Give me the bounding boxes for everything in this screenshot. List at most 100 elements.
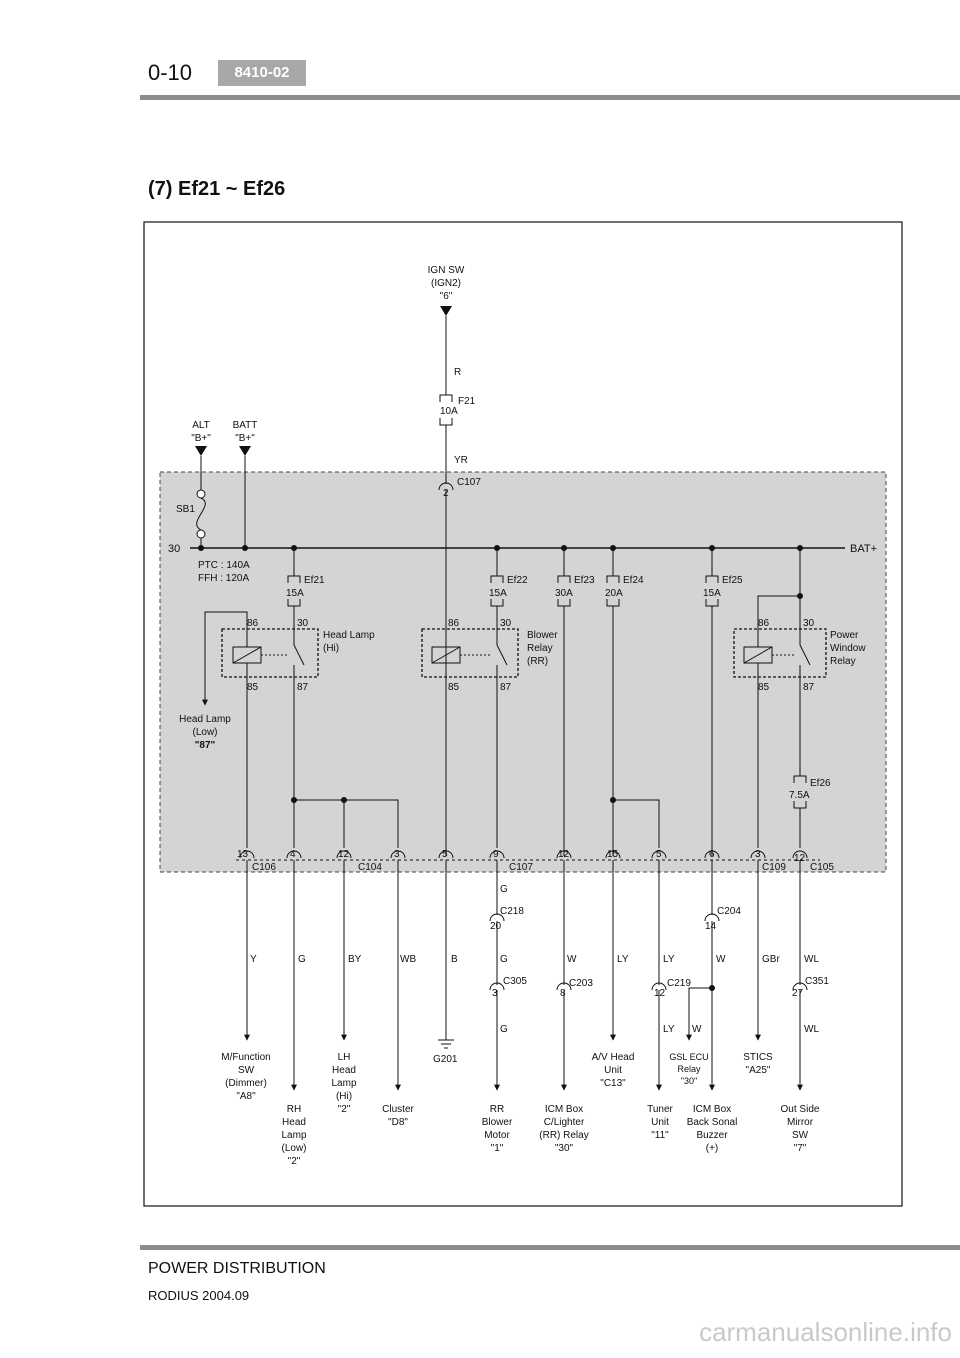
wire-color-label: LY [663, 954, 675, 965]
svg-text:86: 86 [247, 618, 259, 629]
svg-text:20A: 20A [605, 588, 623, 599]
wire-color-label: R [454, 367, 461, 378]
wire-color-label: WB [400, 954, 416, 965]
svg-text:C/Lighter: C/Lighter [544, 1117, 585, 1128]
batt-source: BATT "B+" [233, 420, 257, 456]
load-rh-head-lamp: RH Head Lamp (Low) "2" [281, 1104, 306, 1167]
ign-sw-source: IGN SW (IGN2) "6" [428, 265, 465, 316]
footer-section-title: POWER DISTRIBUTION [148, 1260, 326, 1277]
svg-text:C105: C105 [810, 862, 834, 873]
svg-text:12: 12 [794, 853, 806, 864]
svg-text:(Low): (Low) [281, 1143, 306, 1154]
svg-text:Out Side: Out Side [781, 1104, 820, 1115]
svg-text:3: 3 [492, 988, 498, 999]
page-number: 0-10 [148, 60, 193, 85]
svg-text:RH: RH [287, 1104, 301, 1115]
svg-text:15: 15 [607, 849, 619, 860]
svg-text:Tuner: Tuner [647, 1104, 673, 1115]
svg-text:14: 14 [705, 921, 717, 932]
svg-text:C107: C107 [509, 862, 533, 873]
svg-text:"1": "1" [491, 1143, 504, 1154]
svg-text:Back Sonal: Back Sonal [687, 1117, 738, 1128]
svg-text:Lamp: Lamp [281, 1130, 306, 1141]
svg-text:ICM Box: ICM Box [545, 1104, 583, 1115]
load-av-head-unit: A/V Head Unit "C13" [592, 1052, 635, 1089]
svg-text:C107: C107 [457, 477, 481, 488]
svg-text:Window: Window [830, 643, 866, 654]
svg-text:Lamp: Lamp [331, 1078, 356, 1089]
fuse-f21: F21 10A [439, 394, 476, 426]
wire-color-label: B [451, 954, 458, 965]
diagram-frame [143, 221, 903, 1207]
svg-text:12: 12 [654, 988, 666, 999]
svg-text:Head: Head [282, 1117, 306, 1128]
connector-c218: 20 C218 [489, 906, 524, 932]
relay-head-lamp-hi: 86 30 85 87 Head Lamp (Hi) [221, 618, 375, 800]
svg-text:27: 27 [792, 988, 804, 999]
wire-color-label: GBr [762, 954, 780, 965]
alt-source: ALT "B+" [191, 420, 211, 456]
svg-text:(Hi): (Hi) [336, 1091, 352, 1102]
svg-text:86: 86 [448, 618, 460, 629]
svg-text:Blower: Blower [527, 630, 558, 641]
svg-text:M/Function: M/Function [221, 1052, 270, 1063]
fuse-ef23: Ef23 30A [555, 548, 595, 856]
fusible-link-rating: PTC : 140A [198, 560, 250, 571]
svg-text:10A: 10A [440, 406, 458, 417]
svg-text:87: 87 [297, 682, 309, 693]
section-title: (7) Ef21 ~ Ef26 [148, 178, 286, 200]
svg-text:30: 30 [803, 618, 815, 629]
load-icm-c-lighter-relay: ICM Box C/Lighter (RR) Relay "30" [539, 1104, 588, 1154]
svg-text:Power: Power [830, 630, 859, 641]
svg-text:SW: SW [238, 1065, 255, 1076]
svg-text:(Dimmer): (Dimmer) [225, 1078, 267, 1089]
svg-text:RR: RR [490, 1104, 504, 1115]
svg-text:"B+": "B+" [191, 433, 211, 444]
svg-text:30A: 30A [555, 588, 573, 599]
wire-color-label: W [567, 954, 577, 965]
svg-text:Ef23: Ef23 [574, 575, 595, 586]
svg-text:C219: C219 [667, 978, 691, 989]
svg-text:"A25": "A25" [746, 1065, 771, 1076]
svg-text:C351: C351 [805, 976, 829, 987]
wire-color-label: Y [250, 954, 257, 965]
svg-text:20: 20 [490, 921, 502, 932]
svg-text:8: 8 [560, 988, 566, 999]
wire-color-label: YR [454, 455, 468, 466]
load-gsl-ecu-relay: GSL ECU Relay "30" [669, 1052, 708, 1086]
wire-color-label: G [298, 954, 306, 965]
svg-text:Relay: Relay [830, 656, 856, 667]
ground-g201: G201 [433, 1039, 458, 1065]
svg-text:"30": "30" [555, 1143, 574, 1154]
svg-text:"7": "7" [794, 1143, 807, 1154]
svg-text:"87": "87" [195, 740, 216, 751]
connector-row: 13 C106 4 12 C104 3 5 9 C107 12 15 5 6 3… [237, 849, 834, 873]
svg-text:Unit: Unit [651, 1117, 669, 1128]
svg-text:Ef26: Ef26 [810, 778, 831, 789]
svg-text:Blower: Blower [482, 1117, 513, 1128]
svg-text:5: 5 [656, 849, 662, 860]
relay-power-window: 86 30 85 87 Power Window Relay [733, 548, 866, 848]
svg-text:"B+": "B+" [235, 433, 255, 444]
svg-text:85: 85 [758, 682, 770, 693]
svg-text:(Hi): (Hi) [323, 643, 339, 654]
fuse-ef25: Ef25 15A [703, 548, 743, 856]
fuse-box-area [159, 471, 887, 873]
load-outside-mirror-sw: Out Side Mirror SW "7" [781, 1104, 820, 1154]
wire-color-label: G [500, 884, 508, 895]
watermark: carmanualsonline.info [699, 1317, 952, 1347]
fusible-link-rating: FFH : 120A [198, 573, 249, 584]
svg-text:LH: LH [338, 1052, 351, 1063]
connector-c204: 14 C204 [704, 906, 741, 932]
load-tuner-unit: Tuner Unit "11" [647, 1104, 673, 1141]
svg-text:4: 4 [290, 849, 296, 860]
connector-c203: 8 C203 [556, 978, 593, 999]
svg-text:Mirror: Mirror [787, 1117, 814, 1128]
svg-text:C305: C305 [503, 976, 527, 987]
relay-blower-rr: 86 30 85 87 Blower Relay (RR) [421, 618, 558, 848]
svg-text:12: 12 [338, 849, 350, 860]
svg-text:15A: 15A [489, 588, 507, 599]
svg-text:6: 6 [709, 849, 715, 860]
svg-text:(RR): (RR) [527, 656, 548, 667]
